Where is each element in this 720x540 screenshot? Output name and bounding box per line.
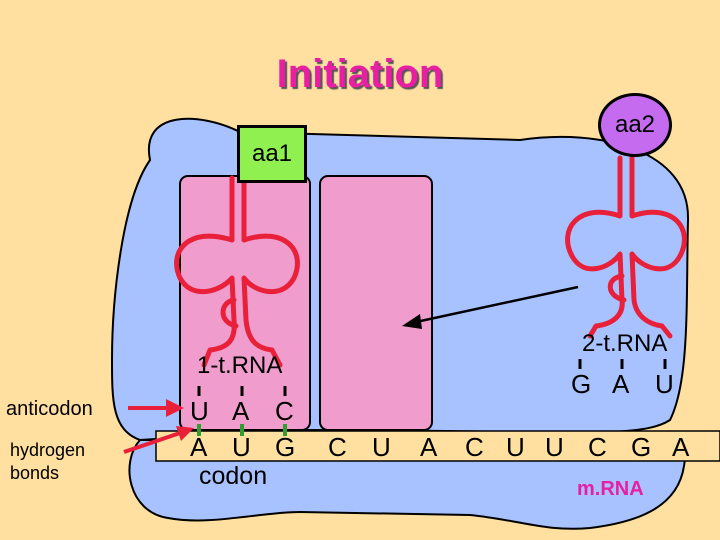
mrna-base: G — [275, 432, 296, 462]
anticodon-label: anticodon — [6, 398, 93, 420]
hydrogen-bonds-pointer — [123, 426, 194, 454]
mrna-base: A — [672, 432, 690, 462]
ribosome-small-subunit — [128, 439, 690, 530]
anticodon-2-base: A — [612, 369, 630, 399]
mrna-base: G — [631, 432, 652, 462]
amino-acid-1-label: aa1 — [251, 140, 293, 167]
hydrogen-bonds-label-line-2: bonds — [10, 463, 60, 483]
mrna-label: m.RNA — [577, 478, 644, 500]
mrna-base: A — [190, 432, 208, 462]
amino-acid-2: aa2 — [598, 93, 672, 157]
mrna-base: C — [465, 432, 484, 462]
codon-label: codon — [199, 462, 268, 490]
anticodon-1-base: A — [232, 396, 250, 426]
trna-1 — [174, 175, 300, 368]
mrna-strand — [155, 430, 720, 462]
hydrogen-bonds — [197, 424, 287, 436]
mrna-base: C — [588, 432, 607, 462]
amino-acid-1: aa1 — [237, 125, 307, 183]
anticodon-1-base: C — [275, 396, 294, 426]
trna-2 — [565, 155, 687, 339]
trna-2-label: 2-t.RNA — [582, 330, 668, 357]
trna-1-label: 1-t.RNA — [197, 352, 283, 379]
mrna-base: U — [372, 432, 391, 462]
mrna-base: U — [545, 432, 564, 462]
hydrogen-bonds-label-line-1: hydrogen — [10, 440, 86, 460]
a-site — [319, 175, 433, 431]
anticodon-2-base: G — [571, 369, 592, 399]
anticodon-ticks-2 — [578, 359, 667, 369]
mrna-base: U — [232, 432, 251, 462]
anticodon-pointer — [128, 399, 184, 417]
slide-title: Initiation — [276, 52, 444, 96]
mrna-base: A — [420, 432, 438, 462]
anticodon-2-base: U — [655, 369, 674, 399]
anticodon-1-base: U — [190, 396, 209, 426]
anticodon-ticks-1 — [197, 386, 287, 396]
mrna-base: C — [328, 432, 347, 462]
movement-arrow — [402, 285, 579, 329]
amino-acid-2-label: aa2 — [614, 111, 656, 138]
mrna-base: U — [506, 432, 525, 462]
